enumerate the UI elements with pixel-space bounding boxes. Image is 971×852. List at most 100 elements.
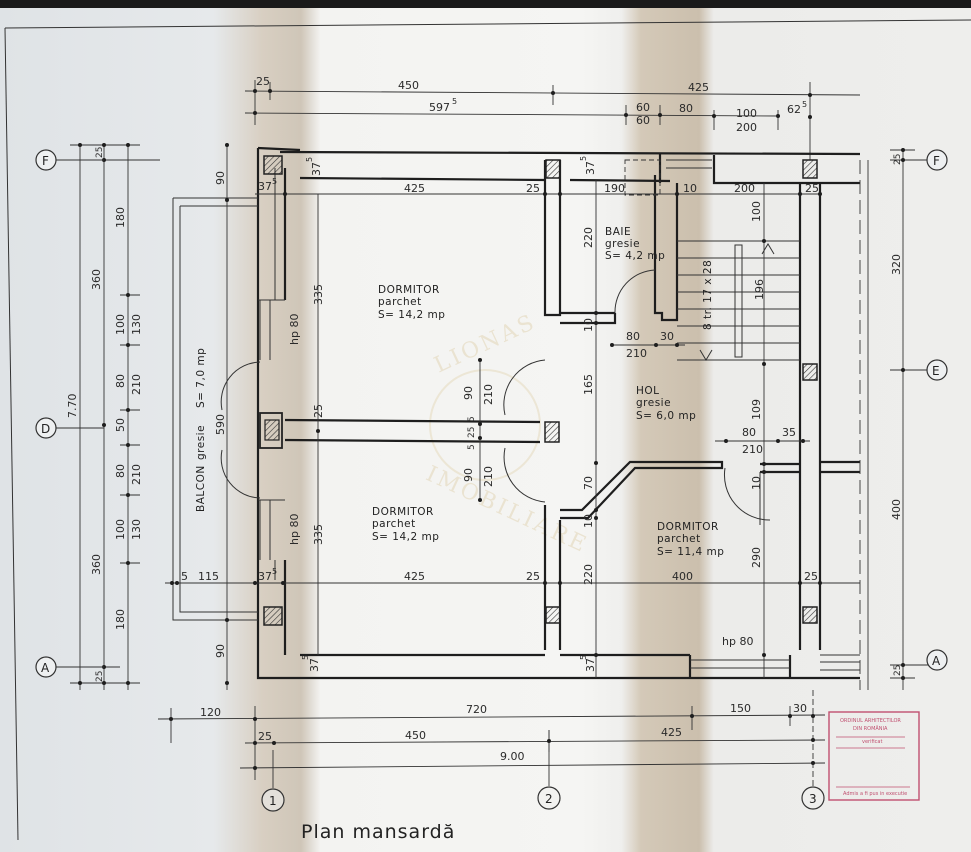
svg-text:90: 90	[214, 171, 227, 185]
svg-text:165: 165	[582, 374, 595, 395]
svg-text:210: 210	[626, 347, 647, 360]
svg-text:S= 14,2 mp: S= 14,2 mp	[372, 531, 439, 543]
svg-text:210: 210	[482, 384, 495, 405]
svg-text:80: 80	[742, 426, 756, 439]
svg-text:BALCON: BALCON	[195, 465, 207, 512]
svg-text:F: F	[42, 154, 49, 168]
svg-text:5: 5	[579, 655, 588, 660]
svg-text:190: 190	[604, 182, 625, 195]
svg-text:25: 25	[95, 147, 105, 158]
svg-text:parchet: parchet	[372, 518, 416, 530]
svg-text:S= 7,0 mp: S= 7,0 mp	[195, 348, 207, 408]
room-balcon: BALCON gresie S= 7,0 mp	[195, 348, 207, 512]
svg-text:Admis a fi pus in executie: Admis a fi pus in executie	[843, 791, 907, 797]
svg-text:S= 11,4 mp: S= 11,4 mp	[657, 546, 724, 558]
svg-text:425: 425	[404, 182, 425, 195]
bottom-dimensions: 120 720 150 30 25 450 425 9.00	[157, 702, 826, 780]
room-baie: BAIE gresie S= 4,2 mp	[605, 226, 665, 262]
sheet-border	[4, 19, 971, 29]
right-dimensions: 25 320 400 25	[890, 148, 935, 690]
room-labels: DORMITOR parchet S= 14,2 mp DORMITOR par…	[195, 226, 724, 558]
svg-text:60: 60	[636, 114, 650, 127]
svg-text:210: 210	[742, 443, 763, 456]
top-dimensions: 25 450 597 5 425 60 60 80 100 200 62 5	[244, 75, 861, 160]
svg-text:7.70: 7.70	[66, 394, 79, 419]
svg-text:gresie: gresie	[195, 425, 207, 460]
svg-text:S= 4,2 mp: S= 4,2 mp	[605, 250, 665, 262]
architect-stamp: ORDINUL ARHITECTILOR DIN ROMÂNIA verific…	[828, 711, 920, 801]
svg-text:597: 597	[429, 101, 450, 114]
svg-text:80: 80	[679, 102, 693, 115]
svg-text:130: 130	[130, 314, 143, 335]
svg-text:60: 60	[636, 101, 650, 114]
svg-text:720: 720	[466, 703, 487, 716]
svg-text:450: 450	[405, 729, 426, 742]
svg-text:100: 100	[736, 107, 757, 120]
svg-text:25: 25	[95, 671, 105, 682]
svg-text:parchet: parchet	[378, 296, 422, 308]
svg-text:DIN ROMÂNIA: DIN ROMÂNIA	[853, 725, 888, 732]
svg-text:25: 25	[256, 75, 270, 88]
svg-text:3: 3	[809, 792, 817, 806]
room-dormitor-lower: DORMITOR parchet S= 14,2 mp	[372, 506, 439, 543]
svg-text:10: 10	[582, 514, 595, 528]
grid-axis-markers: F D A F E A 1 2 3	[35, 149, 948, 812]
svg-text:25: 25	[258, 730, 272, 743]
svg-text:9.00: 9.00	[500, 750, 525, 763]
balcony	[172, 197, 285, 621]
svg-text:200: 200	[734, 182, 755, 195]
axis-bubble-F-right	[926, 149, 948, 171]
svg-text:37: 37	[310, 162, 323, 176]
room-dormitor-upper: DORMITOR parchet S= 14,2 mp	[378, 284, 445, 321]
svg-text:F: F	[933, 154, 940, 168]
svg-text:450: 450	[398, 79, 419, 92]
svg-text:DORMITOR: DORMITOR	[657, 521, 719, 533]
svg-text:425: 425	[661, 726, 682, 739]
svg-text:37: 37	[584, 658, 597, 672]
svg-text:80: 80	[114, 464, 127, 478]
svg-text:LIONAS: LIONAS	[431, 309, 541, 378]
svg-text:80: 80	[114, 374, 127, 388]
svg-text:hp 80: hp 80	[288, 314, 301, 345]
svg-text:10: 10	[750, 476, 763, 490]
svg-text:400: 400	[890, 499, 903, 520]
svg-text:E: E	[932, 364, 940, 378]
axis-bubble-1	[261, 788, 285, 812]
svg-text:25: 25	[893, 665, 903, 676]
svg-text:90: 90	[214, 644, 227, 658]
svg-text:5: 5	[452, 97, 457, 106]
svg-text:290: 290	[750, 547, 763, 568]
svg-text:115: 115	[198, 570, 219, 583]
svg-text:HOL: HOL	[636, 385, 660, 397]
svg-text:S= 14,2 mp: S= 14,2 mp	[378, 309, 445, 321]
axis-bubble-D	[35, 417, 57, 439]
svg-text:62: 62	[787, 103, 801, 116]
axis-bubble-F-left	[35, 149, 57, 171]
axis-bubble-A-right	[926, 649, 948, 671]
svg-text:DORMITOR: DORMITOR	[372, 506, 434, 518]
sheet-border	[4, 27, 19, 841]
svg-text:210: 210	[130, 464, 143, 485]
svg-text:2: 2	[545, 792, 553, 806]
svg-text:25: 25	[526, 570, 540, 583]
svg-text:S= 6,0 mp: S= 6,0 mp	[636, 410, 696, 422]
svg-text:109: 109	[750, 399, 763, 420]
svg-text:5: 5	[579, 156, 588, 161]
svg-text:335: 335	[312, 284, 325, 305]
svg-text:5: 5	[272, 567, 277, 576]
svg-text:180: 180	[114, 207, 127, 228]
svg-text:25: 25	[312, 404, 325, 418]
axis-bubble-3	[801, 786, 825, 810]
svg-text:10: 10	[582, 318, 595, 332]
svg-text:hp 80: hp 80	[722, 635, 753, 648]
svg-text:70: 70	[582, 476, 595, 490]
svg-text:80: 80	[626, 330, 640, 343]
svg-text:360: 360	[90, 554, 103, 575]
left-dimensions: 7.70 360 360 25 25 180 180 100 130 80 21…	[66, 143, 301, 690]
svg-text:verificat: verificat	[862, 739, 882, 745]
axis-bubble-A-left	[35, 656, 57, 678]
svg-text:10: 10	[683, 182, 697, 195]
svg-text:425: 425	[404, 570, 425, 583]
axis-bubble-2	[537, 786, 561, 810]
svg-text:320: 320	[890, 254, 903, 275]
